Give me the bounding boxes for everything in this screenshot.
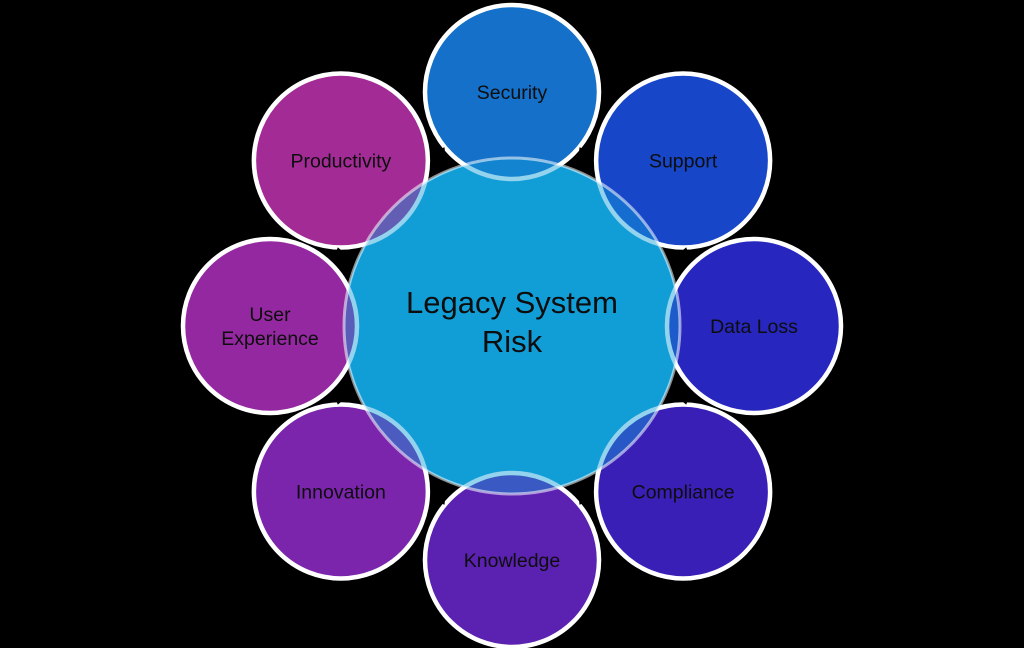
node-circle-innovation <box>251 402 431 581</box>
inward-arrowhead-icon-5 <box>433 484 447 505</box>
node-circle-compliance <box>593 402 773 581</box>
node-label-security: Security <box>477 82 548 104</box>
node-label-compliance: Compliance <box>632 481 735 503</box>
node-circle-user-experience <box>180 236 360 416</box>
center-circle-overlay <box>342 156 682 496</box>
node-circle-security <box>422 2 602 182</box>
inward-arrowhead-icon-6 <box>577 484 591 505</box>
inward-arrowhead-icon-7 <box>670 391 691 405</box>
node-label-innovation: Innovation <box>296 481 386 503</box>
inward-arrowhead-icon-4 <box>333 391 354 405</box>
node-circle-support <box>593 71 773 250</box>
inward-arrowhead-icon-2 <box>433 147 447 168</box>
node-circle-knowledge <box>422 470 602 648</box>
node-circle-data-loss <box>664 236 844 416</box>
inward-arrowhead-icon-0 <box>670 247 691 261</box>
node-label-data-loss: Data Loss <box>710 316 798 338</box>
inward-arrowhead-icon-1 <box>577 147 591 168</box>
inward-arrowhead-icon-3 <box>333 247 354 261</box>
node-label-knowledge: Knowledge <box>464 550 561 572</box>
node-circle-productivity <box>251 71 431 250</box>
node-label-productivity: Productivity <box>290 151 391 173</box>
node-label-support: Support <box>649 151 718 173</box>
center-circle-base <box>344 158 680 494</box>
